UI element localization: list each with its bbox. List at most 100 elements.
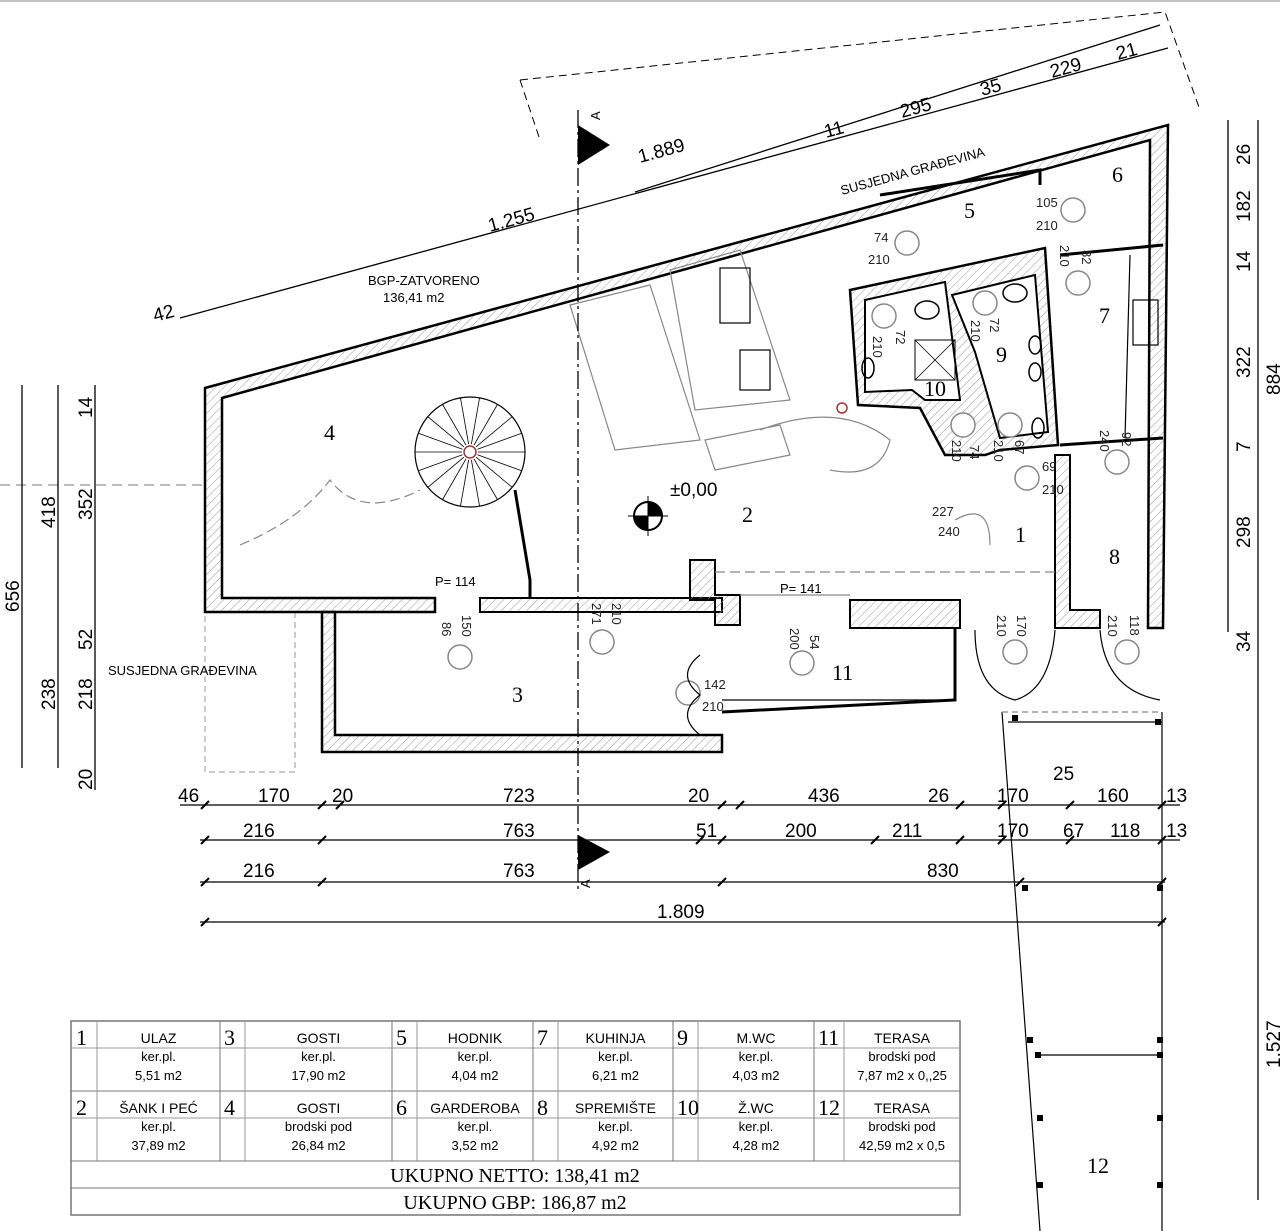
- bar-counter: [569, 249, 891, 473]
- section-arrow-bottom: [578, 835, 610, 870]
- svg-text:11: 11: [822, 117, 847, 142]
- section-line-a: A A: [577, 110, 610, 890]
- bgp-area: 136,41 m2: [383, 290, 444, 305]
- svg-text:82: 82: [1079, 250, 1094, 264]
- svg-text:1.809: 1.809: [657, 902, 705, 923]
- room-4: 4: [324, 420, 335, 445]
- terrace-post: [1035, 1052, 1041, 1058]
- svg-text:86: 86: [439, 622, 454, 636]
- table-room-name: GOSTI: [297, 1030, 341, 1046]
- table-room-number: 9: [677, 1025, 688, 1050]
- room-1: 1: [1015, 522, 1026, 547]
- terrace-post: [1027, 1037, 1033, 1043]
- svg-text:26: 26: [1234, 144, 1255, 165]
- table-room-number: 10: [677, 1095, 699, 1120]
- svg-text:72: 72: [987, 318, 1002, 332]
- total-netto: UKUPNO NETTO: 138,41 m2: [390, 1165, 640, 1187]
- table-room-name: Ž.WC: [738, 1100, 774, 1116]
- svg-text:51: 51: [696, 821, 717, 842]
- svg-text:210: 210: [870, 336, 885, 358]
- terrace-post: [1037, 1115, 1043, 1121]
- svg-text:20: 20: [332, 786, 353, 807]
- svg-text:34: 34: [1234, 630, 1255, 652]
- svg-text:150: 150: [459, 615, 474, 637]
- table-room-number: 8: [537, 1095, 548, 1120]
- svg-text:170: 170: [1014, 615, 1029, 637]
- table-room-number: 7: [537, 1025, 548, 1050]
- neighbor-outline-top: [519, 11, 1201, 111]
- svg-text:240: 240: [1097, 430, 1112, 452]
- table-room-floor: brodski pod: [285, 1119, 352, 1134]
- table-room-area: 37,89 m2: [131, 1138, 185, 1153]
- table-room-floor: ker.pl.: [458, 1119, 493, 1134]
- svg-text:25: 25: [1053, 764, 1074, 785]
- neighbor-outline-left: [204, 611, 296, 773]
- svg-text:218: 218: [76, 678, 97, 710]
- table-room-floor: brodski pod: [868, 1119, 935, 1134]
- table-room-number: 6: [396, 1095, 407, 1120]
- svg-text:763: 763: [503, 861, 535, 882]
- table-room-floor: ker.pl.: [598, 1119, 633, 1134]
- table-room-floor: ker.pl.: [141, 1049, 176, 1064]
- svg-text:210: 210: [991, 440, 1006, 462]
- table-room-floor: ker.pl.: [598, 1049, 633, 1064]
- table-room-name: HODNIK: [448, 1030, 503, 1046]
- svg-text:20: 20: [688, 786, 709, 807]
- terrace-post: [1157, 885, 1163, 891]
- svg-text:92: 92: [1119, 432, 1134, 446]
- table-room-name: TERASA: [874, 1030, 931, 1046]
- table-room-area: 6,21 m2: [592, 1068, 639, 1083]
- terrace-post: [1157, 1052, 1163, 1058]
- table-room-number: 1: [76, 1025, 87, 1050]
- dimension-bottom: 46 170 20 723 20 436 26 170 25 160 13 21…: [178, 764, 1187, 927]
- svg-text:216: 216: [243, 821, 275, 842]
- svg-text:210: 210: [1036, 218, 1058, 233]
- svg-text:13: 13: [1166, 821, 1187, 842]
- table-room-floor: ker.pl.: [301, 1049, 336, 1064]
- svg-text:67: 67: [1012, 440, 1027, 454]
- svg-text:210: 210: [1042, 482, 1064, 497]
- section-label-top: A: [588, 111, 603, 120]
- svg-text:227: 227: [932, 504, 954, 519]
- svg-text:46: 46: [178, 786, 199, 807]
- svg-text:105: 105: [1036, 195, 1058, 210]
- room-9: 9: [996, 342, 1007, 367]
- svg-text:1.255: 1.255: [486, 204, 537, 237]
- table-room-name: ŠANK I PEĆ: [119, 1100, 198, 1116]
- svg-text:830: 830: [927, 861, 959, 882]
- room-8: 8: [1109, 544, 1120, 569]
- p141-label: P= 141: [780, 581, 822, 596]
- terrace-post: [1022, 885, 1028, 891]
- svg-text:216: 216: [243, 861, 275, 882]
- table-room-number: 11: [818, 1025, 839, 1050]
- svg-text:656: 656: [3, 580, 24, 612]
- table-room-name: KUHINJA: [586, 1030, 647, 1046]
- svg-text:271: 271: [589, 603, 604, 625]
- section-label-bottom: A: [578, 879, 593, 888]
- table-room-area: 3,52 m2: [452, 1138, 499, 1153]
- svg-text:69: 69: [1042, 459, 1056, 474]
- terrace-12-outline: [1001, 711, 1163, 1231]
- svg-text:35: 35: [978, 75, 1004, 101]
- svg-text:26: 26: [928, 786, 949, 807]
- room-numbers: 1 2 3 4 5 6 7 8 9 10 11 12: [324, 162, 1123, 1178]
- svg-text:74: 74: [967, 445, 982, 459]
- room-6: 6: [1112, 162, 1123, 187]
- table-room-floor: ker.pl.: [739, 1119, 774, 1134]
- svg-text:322: 322: [1234, 346, 1255, 378]
- table-room-area: 4,28 m2: [733, 1138, 780, 1153]
- svg-text:52: 52: [76, 629, 97, 650]
- table-room-number: 3: [224, 1025, 235, 1050]
- total-gbp: UKUPNO GBP: 186,87 m2: [403, 1192, 626, 1214]
- table-room-number: 2: [76, 1095, 87, 1120]
- dimension-left: 656 418 238 14 352 52 218 20: [3, 385, 97, 790]
- table-room-number: 12: [818, 1095, 840, 1120]
- svg-text:118: 118: [1127, 615, 1142, 636]
- svg-text:13: 13: [1166, 786, 1187, 807]
- svg-text:1.527: 1.527: [1264, 1020, 1280, 1068]
- svg-text:67: 67: [1063, 821, 1084, 842]
- table-room-name: SPREMIŠTE: [575, 1100, 656, 1116]
